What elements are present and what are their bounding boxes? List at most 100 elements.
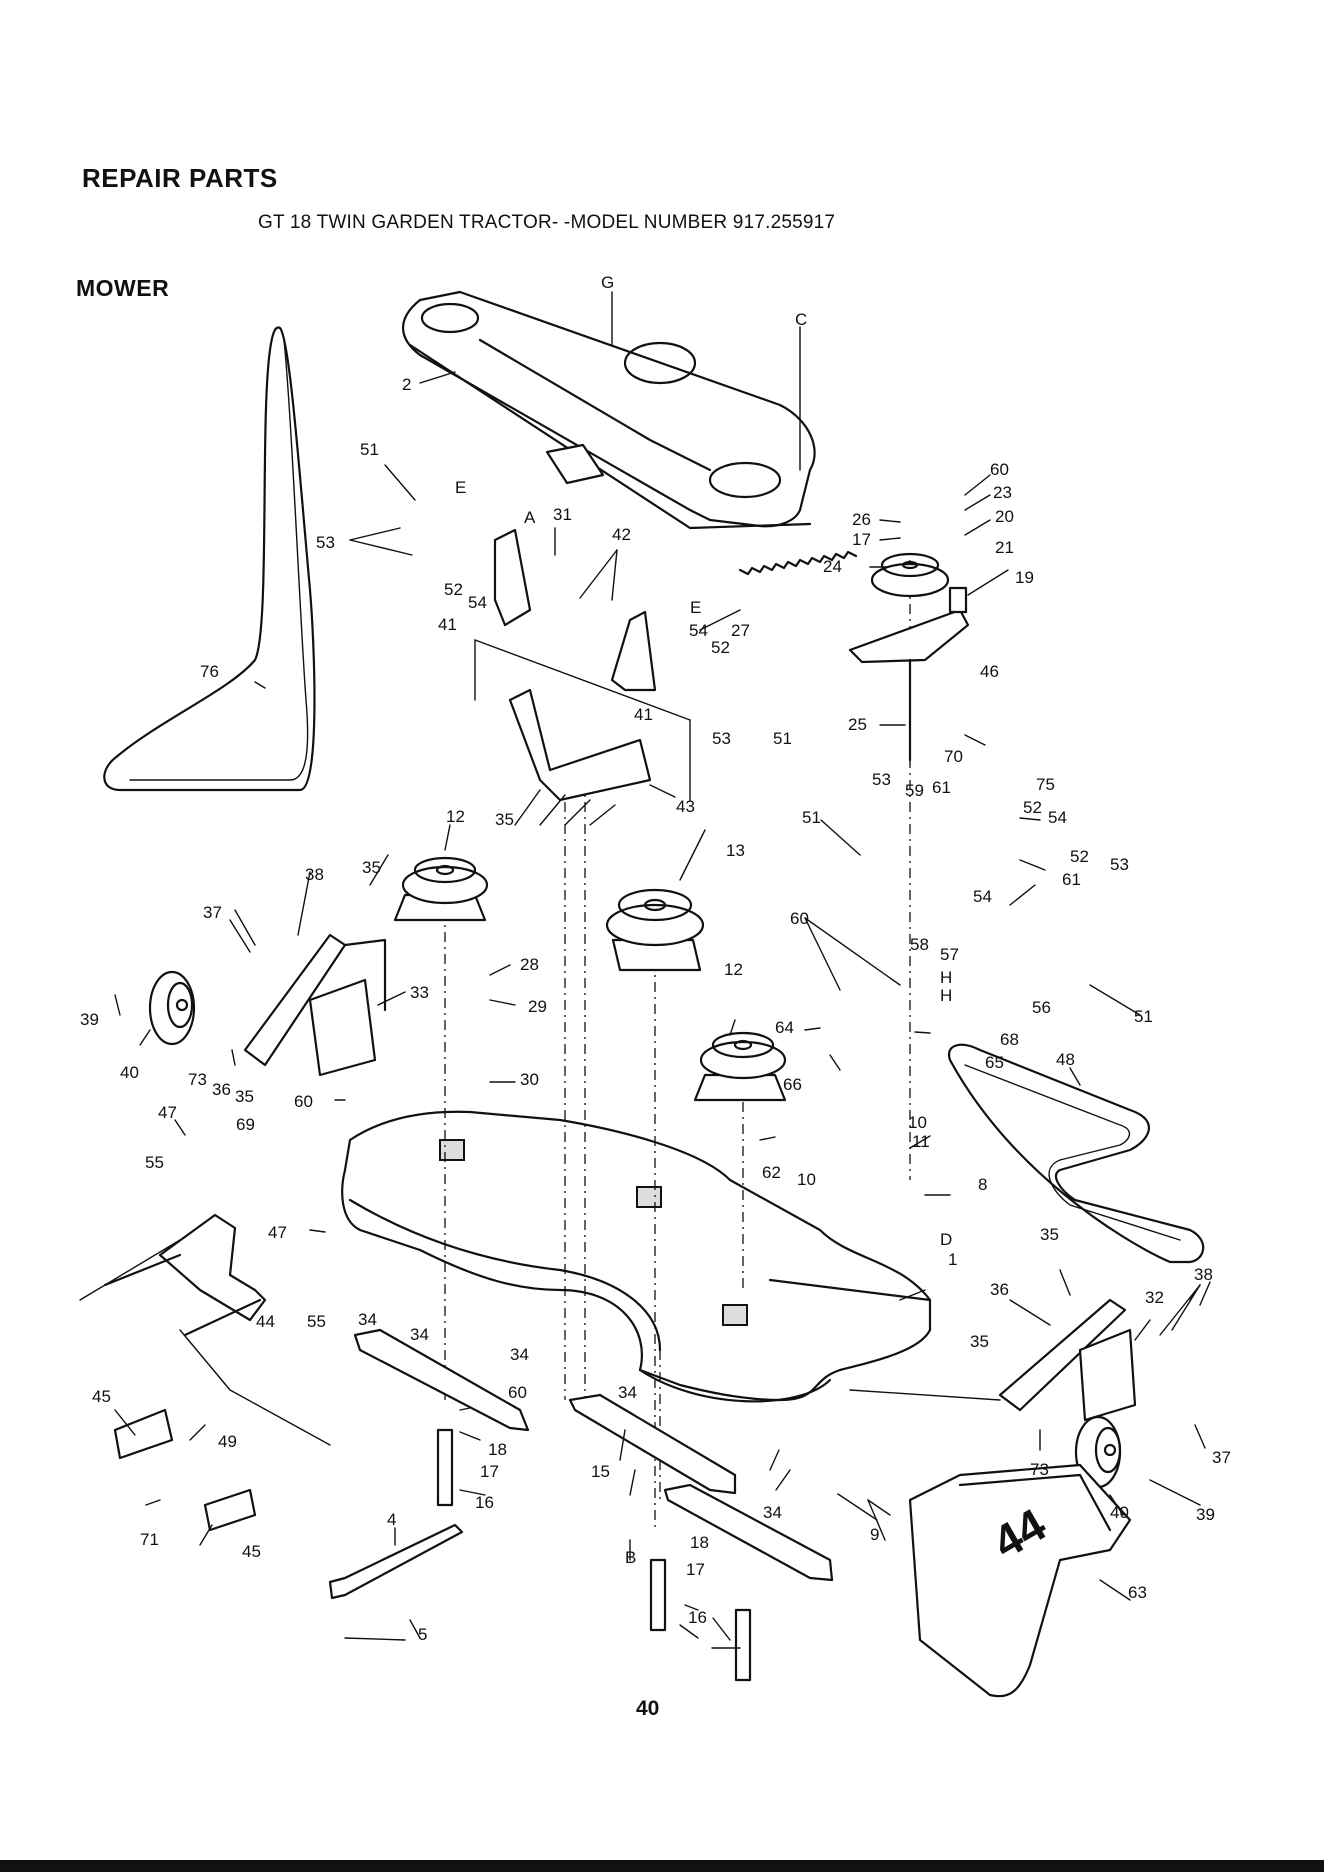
callout-35d: 35 — [1040, 1225, 1059, 1244]
callout-9: 9 — [870, 1525, 879, 1544]
callout-1: 1 — [948, 1250, 957, 1269]
callout-labels: G C 2 51 E A 31 42 53 52 54 41 E 54 52 2… — [80, 273, 1231, 1644]
callout-55b: 55 — [307, 1312, 326, 1331]
callout-4: 4 — [387, 1510, 396, 1529]
callout-51b: 51 — [773, 729, 792, 748]
wheel-40-left — [148, 970, 196, 1046]
callout-41a: 41 — [438, 615, 457, 634]
callout-75: 75 — [1036, 775, 1055, 794]
callout-C: C — [795, 310, 807, 329]
page-number: 40 — [636, 1697, 660, 1720]
callout-54a: 54 — [468, 593, 487, 612]
callout-45b: 45 — [242, 1542, 261, 1561]
callout-51d: 51 — [1134, 1007, 1153, 1026]
blade-15-right — [663, 1483, 834, 1582]
bolt-16-center — [649, 1558, 667, 1632]
callout-20: 20 — [995, 507, 1014, 526]
callout-25: 25 — [848, 715, 867, 734]
callout-56: 56 — [1032, 998, 1051, 1017]
bracket-41-right — [610, 610, 657, 692]
pulley-12-left — [393, 856, 489, 922]
callout-58: 58 — [910, 935, 929, 954]
callout-60b: 60 — [294, 1092, 313, 1111]
callout-17a: 17 — [852, 530, 871, 549]
callout-5: 5 — [418, 1625, 427, 1644]
callout-60a: 60 — [990, 460, 1009, 479]
callout-44: 44 — [256, 1312, 275, 1331]
page-title: REPAIR PARTS — [82, 163, 278, 193]
callout-40a: 40 — [120, 1063, 139, 1082]
callout-35b: 35 — [362, 858, 381, 877]
callout-18a: 18 — [488, 1440, 507, 1459]
callout-17b: 17 — [480, 1462, 499, 1481]
lift-link-45-lower — [203, 1488, 257, 1532]
callout-15: 15 — [591, 1462, 610, 1481]
callout-38b: 38 — [1194, 1265, 1213, 1284]
callout-51c: 51 — [802, 808, 821, 827]
callout-52d: 52 — [1070, 847, 1089, 866]
callout-2: 2 — [402, 375, 411, 394]
callout-53d: 53 — [1110, 855, 1129, 874]
callout-35e: 35 — [970, 1332, 989, 1351]
callout-Ea: E — [455, 478, 466, 497]
callout-Ha: H — [940, 968, 952, 987]
callout-8: 8 — [978, 1175, 987, 1194]
callout-70: 70 — [944, 747, 963, 766]
section-heading: MOWER — [76, 275, 170, 301]
callout-29: 29 — [528, 997, 547, 1016]
callout-30: 30 — [520, 1070, 539, 1089]
callout-35c: 35 — [235, 1087, 254, 1106]
leader-lines — [114, 291, 1211, 1649]
belt-48 — [947, 1043, 1205, 1264]
callout-47b: 47 — [268, 1223, 287, 1242]
callout-55a: 55 — [145, 1153, 164, 1172]
callout-Ba: B — [625, 1548, 636, 1567]
lift-link-45-upper — [113, 1408, 174, 1460]
callout-Aa: A — [524, 508, 536, 527]
callout-36b: 36 — [990, 1280, 1009, 1299]
idler-bracket-19 — [848, 608, 970, 664]
callout-57: 57 — [940, 945, 959, 964]
spring-27 — [738, 550, 858, 576]
lift-link-44 — [158, 1213, 267, 1322]
callout-26: 26 — [852, 510, 871, 529]
callout-42: 42 — [612, 525, 631, 544]
callout-60c: 60 — [790, 909, 809, 928]
callout-12a: 12 — [446, 807, 465, 826]
wheel-40-right — [1074, 1415, 1122, 1489]
bracket-43 — [508, 688, 652, 802]
callout-37b: 37 — [1212, 1448, 1231, 1467]
callout-27: 27 — [731, 621, 750, 640]
callout-39b: 39 — [1196, 1505, 1215, 1524]
callout-52a: 52 — [444, 580, 463, 599]
callout-76: 76 — [200, 662, 219, 681]
callout-34b: 34 — [410, 1325, 429, 1344]
callout-34c: 34 — [510, 1345, 529, 1364]
callout-45a: 45 — [92, 1387, 111, 1406]
callout-65: 65 — [985, 1053, 1004, 1072]
callout-16a: 16 — [475, 1493, 494, 1512]
blade-15-center — [568, 1393, 737, 1495]
callout-11: 11 — [912, 1132, 930, 1151]
callout-47a: 47 — [158, 1103, 177, 1122]
callout-61a: 61 — [932, 778, 951, 797]
callout-34d: 34 — [618, 1383, 637, 1402]
callout-28: 28 — [520, 955, 539, 974]
callout-18b: 18 — [690, 1533, 709, 1552]
callout-61b: 61 — [1062, 870, 1081, 889]
callout-G: G — [601, 273, 614, 292]
callout-24: 24 — [823, 557, 842, 576]
callout-54c: 54 — [1048, 808, 1067, 827]
callout-63: 63 — [1128, 1583, 1147, 1602]
callout-23: 23 — [993, 483, 1012, 502]
callout-37a: 37 — [203, 903, 222, 922]
callout-66: 66 — [783, 1075, 802, 1094]
callout-31: 31 — [553, 505, 572, 524]
model-subtitle: GT 18 TWIN GARDEN TRACTOR- -MODEL NUMBER… — [258, 212, 836, 233]
pulley-24-top — [870, 552, 950, 598]
callout-35a: 35 — [495, 810, 514, 829]
callout-73b: 73 — [1030, 1460, 1049, 1479]
callout-41b: 41 — [634, 705, 653, 724]
callout-16b: 16 — [688, 1608, 707, 1627]
